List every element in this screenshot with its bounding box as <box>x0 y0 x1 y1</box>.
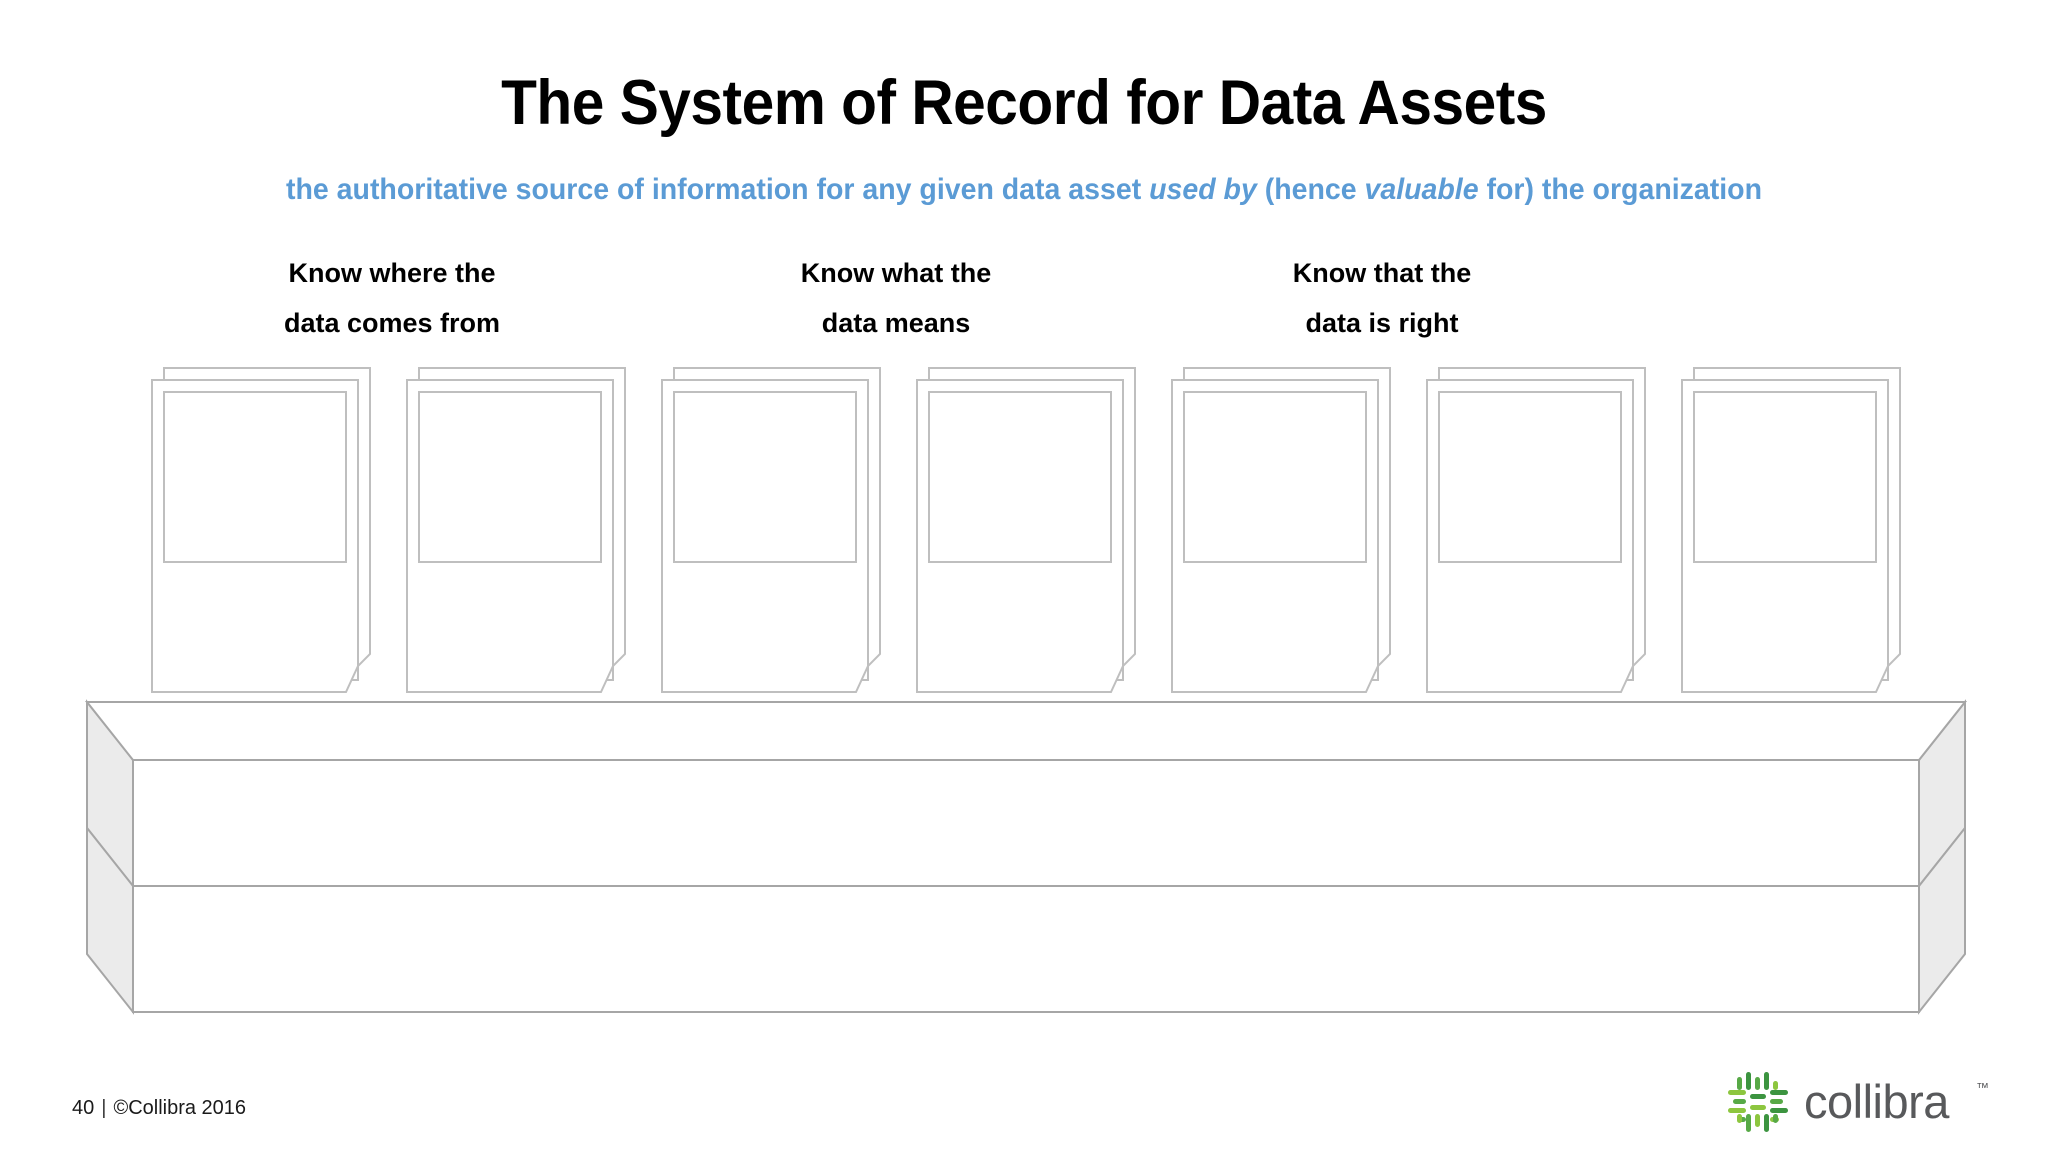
platform-front-face-lower <box>132 885 1920 1013</box>
collibra-pinwheel-mark-icon <box>1724 1068 1792 1136</box>
subtitle-part-2: (hence <box>1256 173 1365 206</box>
platform-slab <box>60 690 2048 1015</box>
column-heading-know-that-data-is-right: Know that the data is right <box>1172 248 1592 348</box>
platform-slab-graphic <box>84 699 1968 1015</box>
card-panel[interactable] <box>916 367 1152 726</box>
card-panel-graphic <box>1171 367 1391 693</box>
platform-top-face <box>84 701 1968 761</box>
column-heading-know-what-data-means: Know what the data means <box>686 248 1106 348</box>
column-heading-line-2: data comes from <box>283 308 501 338</box>
subtitle-italic-valuable: valuable <box>1364 173 1479 206</box>
footer: 40 | ©Collibra 2016 <box>72 1095 246 1121</box>
card-panel-graphic <box>661 367 881 693</box>
card-panel[interactable] <box>151 367 387 726</box>
page-title: The System of Record for Data Assets <box>501 68 1547 138</box>
card-panel-graphic <box>916 367 1136 693</box>
subtitle-italic-used-by: used by <box>1149 173 1257 206</box>
card-panel-graphic <box>406 367 626 693</box>
footer-page-number: 40 <box>72 1097 95 1119</box>
column-heading-line-1: Know where the <box>288 258 496 288</box>
card-panel[interactable] <box>661 367 897 726</box>
column-heading-line-2: data is right <box>1305 308 1459 338</box>
footer-separator: | <box>101 1097 107 1119</box>
card-panel-graphic <box>1681 367 1901 693</box>
card-panel[interactable] <box>1171 367 1407 726</box>
platform-front-face-upper <box>132 759 1920 887</box>
card-panel[interactable] <box>1426 367 1662 726</box>
card-image-placeholder <box>1438 391 1622 563</box>
trademark-symbol: ™ <box>1976 1080 1989 1095</box>
card-image-placeholder <box>928 391 1112 563</box>
column-heading-line-2: data means <box>821 308 971 338</box>
collibra-wordmark: collibra <box>1804 1075 1949 1128</box>
card-image-placeholder <box>418 391 602 563</box>
card-panel-graphic <box>151 367 371 693</box>
card-panel[interactable] <box>406 367 642 726</box>
card-image-placeholder <box>1183 391 1367 563</box>
column-heading-line-1: Know that the <box>1292 258 1472 288</box>
column-heading-know-where-data-comes-from: Know where the data comes from <box>182 248 602 348</box>
card-image-placeholder <box>673 391 857 563</box>
card-image-placeholder <box>1693 391 1877 563</box>
subtitle-part-1: the authoritative source of information … <box>286 173 1150 206</box>
subtitle-part-3: for) the organization <box>1478 173 1762 206</box>
column-heading-line-1: Know what the <box>800 258 992 288</box>
page-subtitle: the authoritative source of information … <box>51 170 1997 210</box>
card-image-placeholder <box>163 391 347 563</box>
card-panel[interactable] <box>1681 367 1917 726</box>
card-panel-graphic <box>1426 367 1646 693</box>
collibra-logo: collibra ™ <box>1724 1066 2000 1138</box>
footer-copyright: ©Collibra 2016 <box>113 1097 247 1119</box>
